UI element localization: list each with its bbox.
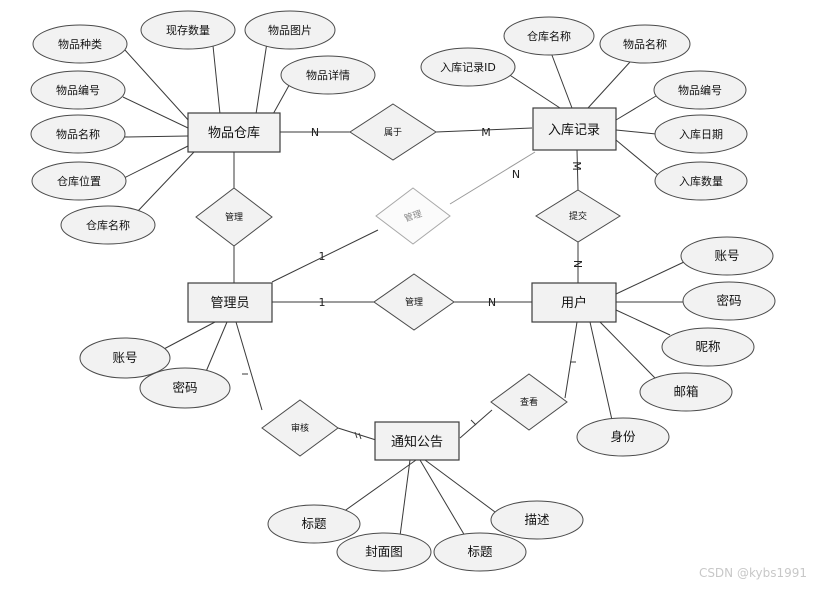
entity-warehouse: 物品仓库 [187, 112, 281, 153]
attr-label: 身份 [610, 429, 636, 444]
attr-notice-description: 描述 [490, 500, 584, 540]
entity-label: 入库记录 [548, 122, 600, 138]
relation-review: 审核 [261, 399, 339, 457]
relation-label: 审核 [291, 422, 309, 434]
entity-admin: 管理员 [187, 282, 273, 323]
card-submit-user: N [571, 260, 584, 268]
relation-label: 查看 [520, 396, 538, 408]
attr-label: 标题 [301, 516, 327, 531]
attr-warehouse-item-code: 物品编号 [30, 70, 126, 110]
relation-label: 提交 [569, 210, 587, 222]
entity-label: 通知公告 [391, 434, 443, 450]
card-belongs-inbound: M [481, 126, 491, 139]
attr-label: 密码 [172, 380, 197, 395]
attr-label: 昵称 [695, 339, 720, 354]
attr-user-account: 账号 [680, 236, 774, 276]
attr-label: 物品编号 [678, 83, 722, 97]
attr-label: 封面图 [365, 544, 403, 559]
attr-notice-title: 标题 [267, 504, 361, 544]
attr-user-identity: 身份 [576, 417, 670, 457]
attr-warehouse-item-category: 物品种类 [32, 24, 128, 64]
attr-admin-password: 密码 [139, 367, 231, 409]
attr-warehouse-location: 仓库位置 [31, 161, 127, 201]
attr-warehouse-item-name: 物品名称 [30, 114, 126, 154]
attr-admin-account: 账号 [79, 337, 171, 379]
attr-label: 现存数量 [166, 23, 210, 37]
attr-inbound-id: 入库记录ID [420, 47, 516, 87]
card-warehouse-belongs: N [311, 126, 319, 139]
attr-inbound-item-name: 物品名称 [599, 24, 691, 64]
card-manage-user: N [488, 296, 496, 309]
attr-inbound-date: 入库日期 [654, 114, 748, 154]
relation-label: 管理 [225, 211, 243, 223]
attr-inbound-warehouse-name: 仓库名称 [503, 16, 595, 56]
entity-user: 用户 [531, 282, 617, 323]
entity-label: 用户 [561, 295, 587, 311]
attr-user-password: 密码 [682, 281, 776, 321]
tick-marks [242, 361, 576, 440]
attr-user-email: 邮箱 [639, 372, 733, 412]
relation-manage-user: 管理 [373, 273, 455, 331]
attr-inbound-item-code: 物品编号 [653, 70, 747, 110]
relation-view: 查看 [490, 373, 568, 431]
cardinality-labels: N M M N N 1 1 N [311, 126, 584, 309]
attr-label: 物品图片 [268, 23, 312, 37]
attr-label: 仓库名称 [86, 218, 130, 232]
attr-label: 密码 [716, 293, 741, 308]
card-inbound-submit: M [570, 161, 583, 171]
attr-label: 入库数量 [679, 175, 723, 188]
attr-warehouse-item-image: 物品图片 [244, 10, 336, 50]
attr-label: 入库日期 [679, 128, 723, 141]
attr-warehouse-stock-qty: 现存数量 [140, 10, 236, 50]
attr-label: 账号 [112, 350, 137, 365]
attr-label: 物品名称 [56, 127, 100, 141]
attr-label: 描述 [524, 512, 550, 527]
attr-label: 入库记录ID [440, 61, 496, 74]
card-manage-admin: 1 [319, 250, 326, 263]
attr-warehouse-name: 仓库名称 [60, 205, 156, 245]
connectors [122, 35, 685, 537]
attr-label: 仓库名称 [527, 29, 571, 43]
attr-label: 物品详情 [306, 68, 350, 82]
card-inbound-manage: N [512, 168, 520, 181]
attr-inbound-qty: 入库数量 [654, 161, 748, 201]
relation-label: 属于 [384, 127, 402, 138]
attr-warehouse-item-detail: 物品详情 [280, 55, 376, 95]
attr-label: 账号 [714, 248, 739, 263]
attr-label: 物品编号 [56, 83, 100, 97]
watermark: CSDN @kybs1991 [698, 566, 807, 580]
attr-notice-cover: 封面图 [336, 532, 432, 572]
entity-inbound: 入库记录 [532, 107, 617, 151]
relation-manage-inbound: 管理 [375, 187, 451, 245]
attr-label: 仓库位置 [57, 174, 101, 188]
attr-label: 物品种类 [58, 37, 102, 51]
attr-label: 物品名称 [623, 37, 667, 51]
entity-label: 管理员 [210, 296, 249, 311]
attr-notice-title-2: 标题 [433, 532, 527, 572]
attr-label: 标题 [467, 544, 493, 559]
relation-manage-warehouse: 管理 [195, 187, 273, 247]
card-admin-manage: 1 [319, 296, 326, 309]
attr-label: 邮箱 [673, 384, 698, 399]
attr-user-nickname: 昵称 [661, 327, 755, 367]
entity-label: 物品仓库 [208, 125, 260, 141]
relation-belongs: 属于 [349, 103, 437, 161]
relation-label: 管理 [405, 296, 423, 308]
entity-notice: 通知公告 [374, 421, 460, 461]
relation-submit: 提交 [535, 189, 621, 243]
